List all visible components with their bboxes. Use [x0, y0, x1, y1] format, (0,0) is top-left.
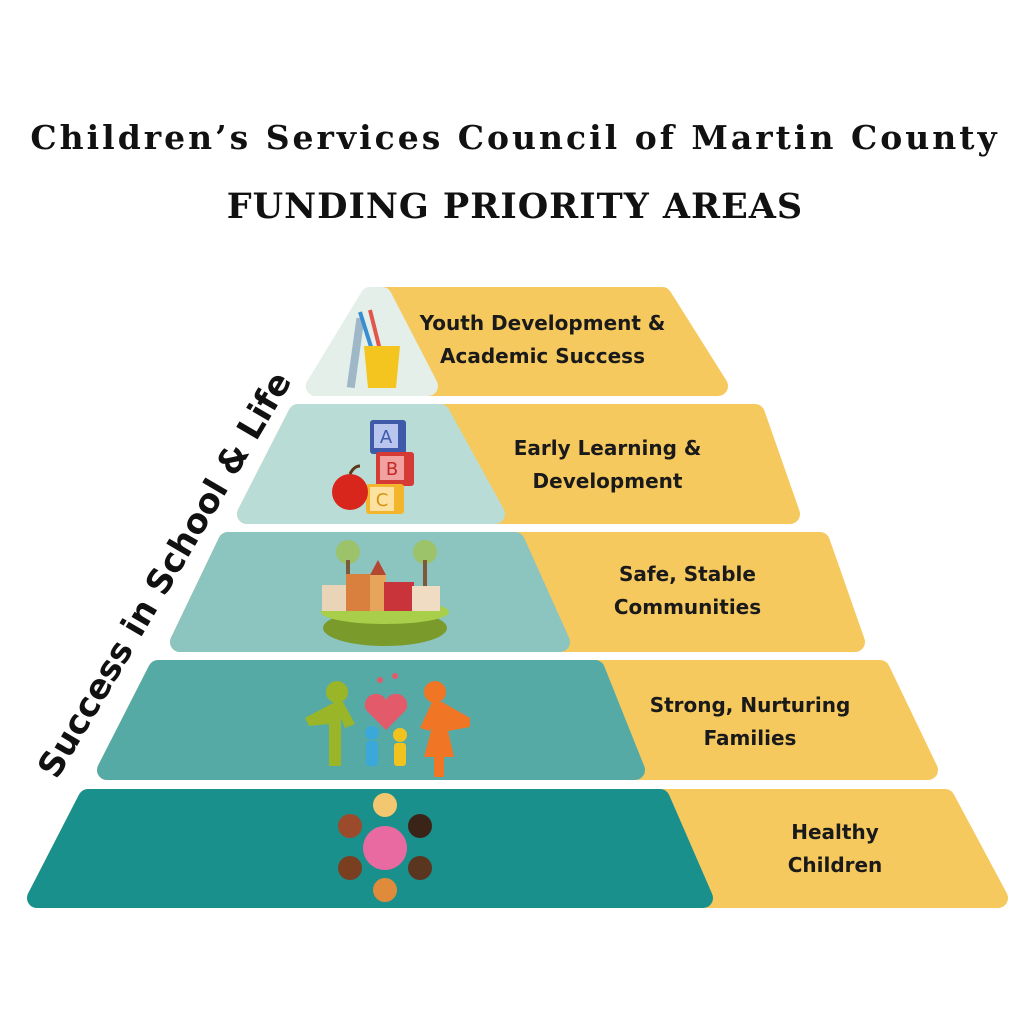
level-3-label-line2: Communities: [613, 595, 762, 619]
level-5-label-line1: Healthy: [791, 820, 879, 844]
pencil-cup-icon: [346, 309, 400, 389]
level-1-icon-band: [306, 287, 438, 396]
level-2-icon-band: [237, 404, 505, 524]
level-1-label: Youth Development & Academic Success: [400, 307, 685, 373]
block-letter-c: C: [376, 490, 389, 511]
level-4-icon-band: [97, 660, 645, 780]
level-3-label-line1: Safe, Stable: [619, 562, 756, 586]
town-icon: [321, 540, 449, 646]
level-1-label-line1: Youth Development &: [419, 311, 666, 335]
abc-blocks-apple-icon: A B C: [332, 420, 414, 514]
level-2-label: Early Learning & Development: [480, 432, 735, 498]
level-1-label-line2: Academic Success: [440, 344, 645, 368]
level-4-label-line1: Strong, Nurturing: [649, 693, 851, 717]
level-2-label-line1: Early Learning &: [513, 436, 702, 460]
level-3-label: Safe, Stable Communities: [570, 558, 805, 624]
level-2-label-line2: Development: [532, 469, 683, 493]
page-title: FUNDING PRIORITY AREAS: [226, 186, 804, 227]
level-4-label-line2: Families: [703, 726, 797, 750]
level-5-label-line2: Children: [787, 853, 883, 877]
block-letter-b: B: [386, 459, 398, 480]
block-letter-a: A: [380, 427, 393, 448]
children-circle-icon: [338, 793, 432, 902]
level-5-label: Healthy Children: [730, 816, 940, 882]
family-icon: [305, 673, 470, 777]
organization-title: Children’s Services Council of Martin Co…: [30, 118, 1000, 157]
level-4-label: Strong, Nurturing Families: [630, 689, 870, 755]
